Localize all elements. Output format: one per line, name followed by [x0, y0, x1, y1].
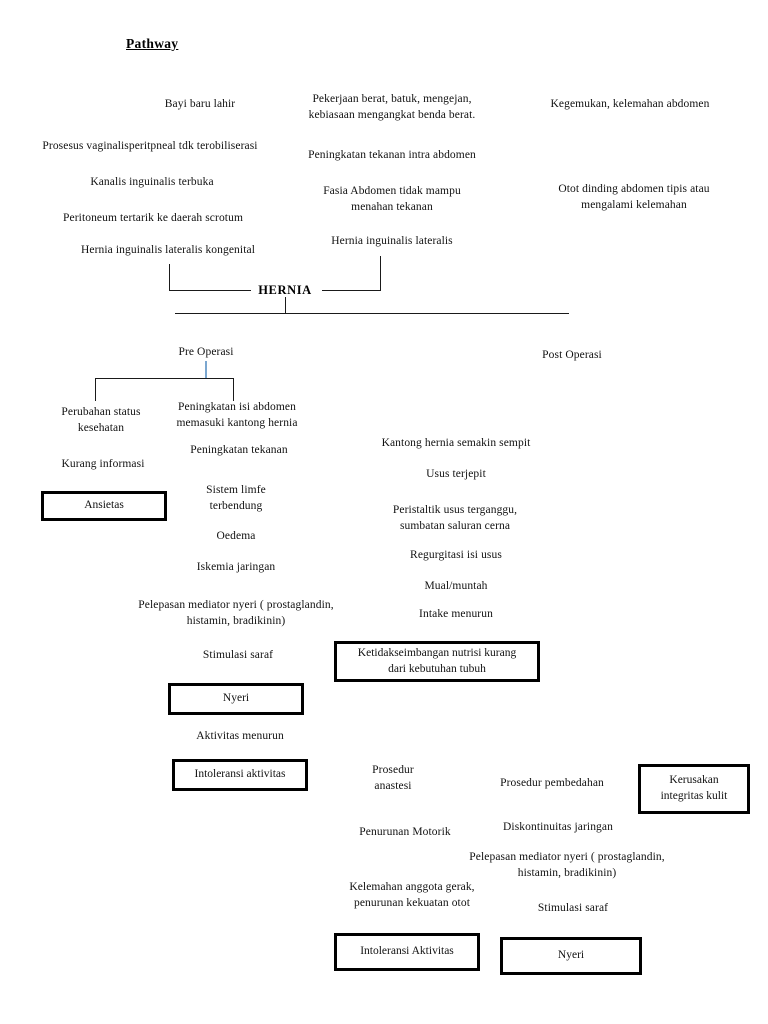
node-stimulasi-saraf-post: Stimulasi saraf — [537, 902, 609, 914]
node-peningkatan-tekanan-intra-abdomen: Peningkatan tekanan intra abdomen — [308, 149, 476, 161]
diagnosis-box-intoleransi-aktivitas-pre: Intoleransi aktivitas — [172, 759, 308, 791]
page-title: Pathway — [126, 36, 179, 51]
node-prosedur-anastesi: Prosedur anastesi — [372, 764, 414, 792]
connector-pre-operasi-bracket — [95, 378, 234, 379]
diagnosis-box-ketidakseimbangan-nutrisi: Ketidakseimbangan nutrisi kurang dari ke… — [334, 641, 540, 682]
connector-pre-operasi-right-drop — [233, 378, 234, 401]
connector-distribution-bar — [175, 313, 569, 314]
central-node-hernia: HERNIA — [258, 283, 312, 297]
node-intake-menurun: Intake menurun — [419, 608, 493, 620]
connector-pre-operasi-stub — [205, 361, 207, 378]
node-stimulasi-saraf-pre: Stimulasi saraf — [202, 649, 274, 661]
connector-hernia-stub — [285, 297, 286, 314]
node-diskontinuitas-jaringan: Diskontinuitas jaringan — [503, 821, 613, 833]
node-peristaltik-usus-terganggu: Peristaltik usus terganggu, sumbatan sal… — [392, 504, 518, 532]
connector-right-horizontal — [322, 290, 381, 291]
node-peningkatan-tekanan: Peningkatan tekanan — [190, 444, 288, 456]
node-aktivitas-menurun: Aktivitas menurun — [196, 730, 284, 742]
node-kurang-informasi: Kurang informasi — [61, 458, 145, 470]
node-kelemahan-anggota-gerak: Kelemahan anggota gerak, penurunan kekua… — [349, 881, 475, 909]
diagnosis-box-nyeri-pre: Nyeri — [168, 683, 304, 715]
node-prosesus-vaginalis: Prosesus vaginalisperitpneal tdk terobil… — [42, 140, 258, 152]
diagnosis-box-kerusakan-integritas-kulit: Kerusakan integritas kulit — [638, 764, 750, 814]
node-perubahan-status-kesehatan: Perubahan status kesehatan — [61, 406, 141, 434]
node-hernia-inguinalis-lateralis-kongenital: Hernia inguinalis lateralis kongenital — [80, 244, 255, 256]
diagnosis-box-ansietas: Ansietas — [41, 491, 167, 521]
node-pelepasan-mediator-nyeri-post: Pelepasan mediator nyeri ( prostaglandin… — [469, 851, 665, 879]
connector-right-vertical — [380, 256, 381, 290]
node-bayi-baru-lahir: Bayi baru lahir — [164, 98, 236, 110]
node-post-operasi: Post Operasi — [542, 349, 602, 361]
connector-left-horizontal — [169, 290, 251, 291]
node-otot-dinding-abdomen-tipis: Otot dinding abdomen tipis atau mengalam… — [558, 183, 710, 211]
node-fasia-abdomen-tidak-mampu: Fasia Abdomen tidak mampu menahan tekana… — [323, 185, 461, 213]
node-peritoneum-tertarik: Peritoneum tertarik ke daerah scrotum — [63, 212, 243, 224]
node-kanalis-inguinalis-terbuka: Kanalis inguinalis terbuka — [90, 176, 214, 188]
diagnosis-box-nyeri-post: Nyeri — [500, 937, 642, 975]
node-kegemukan-kelemahan-abdomen: Kegemukan, kelemahan abdomen — [550, 98, 710, 110]
connector-left-vertical — [169, 264, 170, 290]
node-iskemia-jaringan: Iskemia jaringan — [196, 561, 276, 573]
diagnosis-box-intoleransi-aktivitas-post: Intoleransi Aktivitas — [334, 933, 480, 971]
node-oedema: Oedema — [216, 530, 256, 542]
node-sistem-limfe-terbendung: Sistem limfe terbendung — [206, 484, 266, 512]
node-prosedur-pembedahan: Prosedur pembedahan — [500, 777, 604, 789]
connector-pre-operasi-left-drop — [95, 378, 96, 401]
node-peningkatan-isi-abdomen: Peningkatan isi abdomen memasuki kantong… — [176, 401, 298, 429]
node-pekerjaan-berat: Pekerjaan berat, batuk, mengejan, kebias… — [308, 93, 476, 121]
node-mual-muntah: Mual/muntah — [424, 580, 488, 592]
node-usus-terjepit: Usus terjepit — [426, 468, 486, 480]
node-pre-operasi: Pre Operasi — [178, 346, 234, 358]
node-hernia-inguinalis-lateralis: Hernia inguinalis lateralis — [331, 235, 453, 247]
node-penurunan-motorik: Penurunan Motorik — [359, 826, 451, 838]
node-pelepasan-mediator-nyeri-pre: Pelepasan mediator nyeri ( prostaglandin… — [138, 599, 334, 627]
node-regurgitasi-isi-usus: Regurgitasi isi usus — [410, 549, 502, 561]
node-kantong-hernia-semakin-sempit: Kantong hernia semakin sempit — [381, 437, 531, 449]
